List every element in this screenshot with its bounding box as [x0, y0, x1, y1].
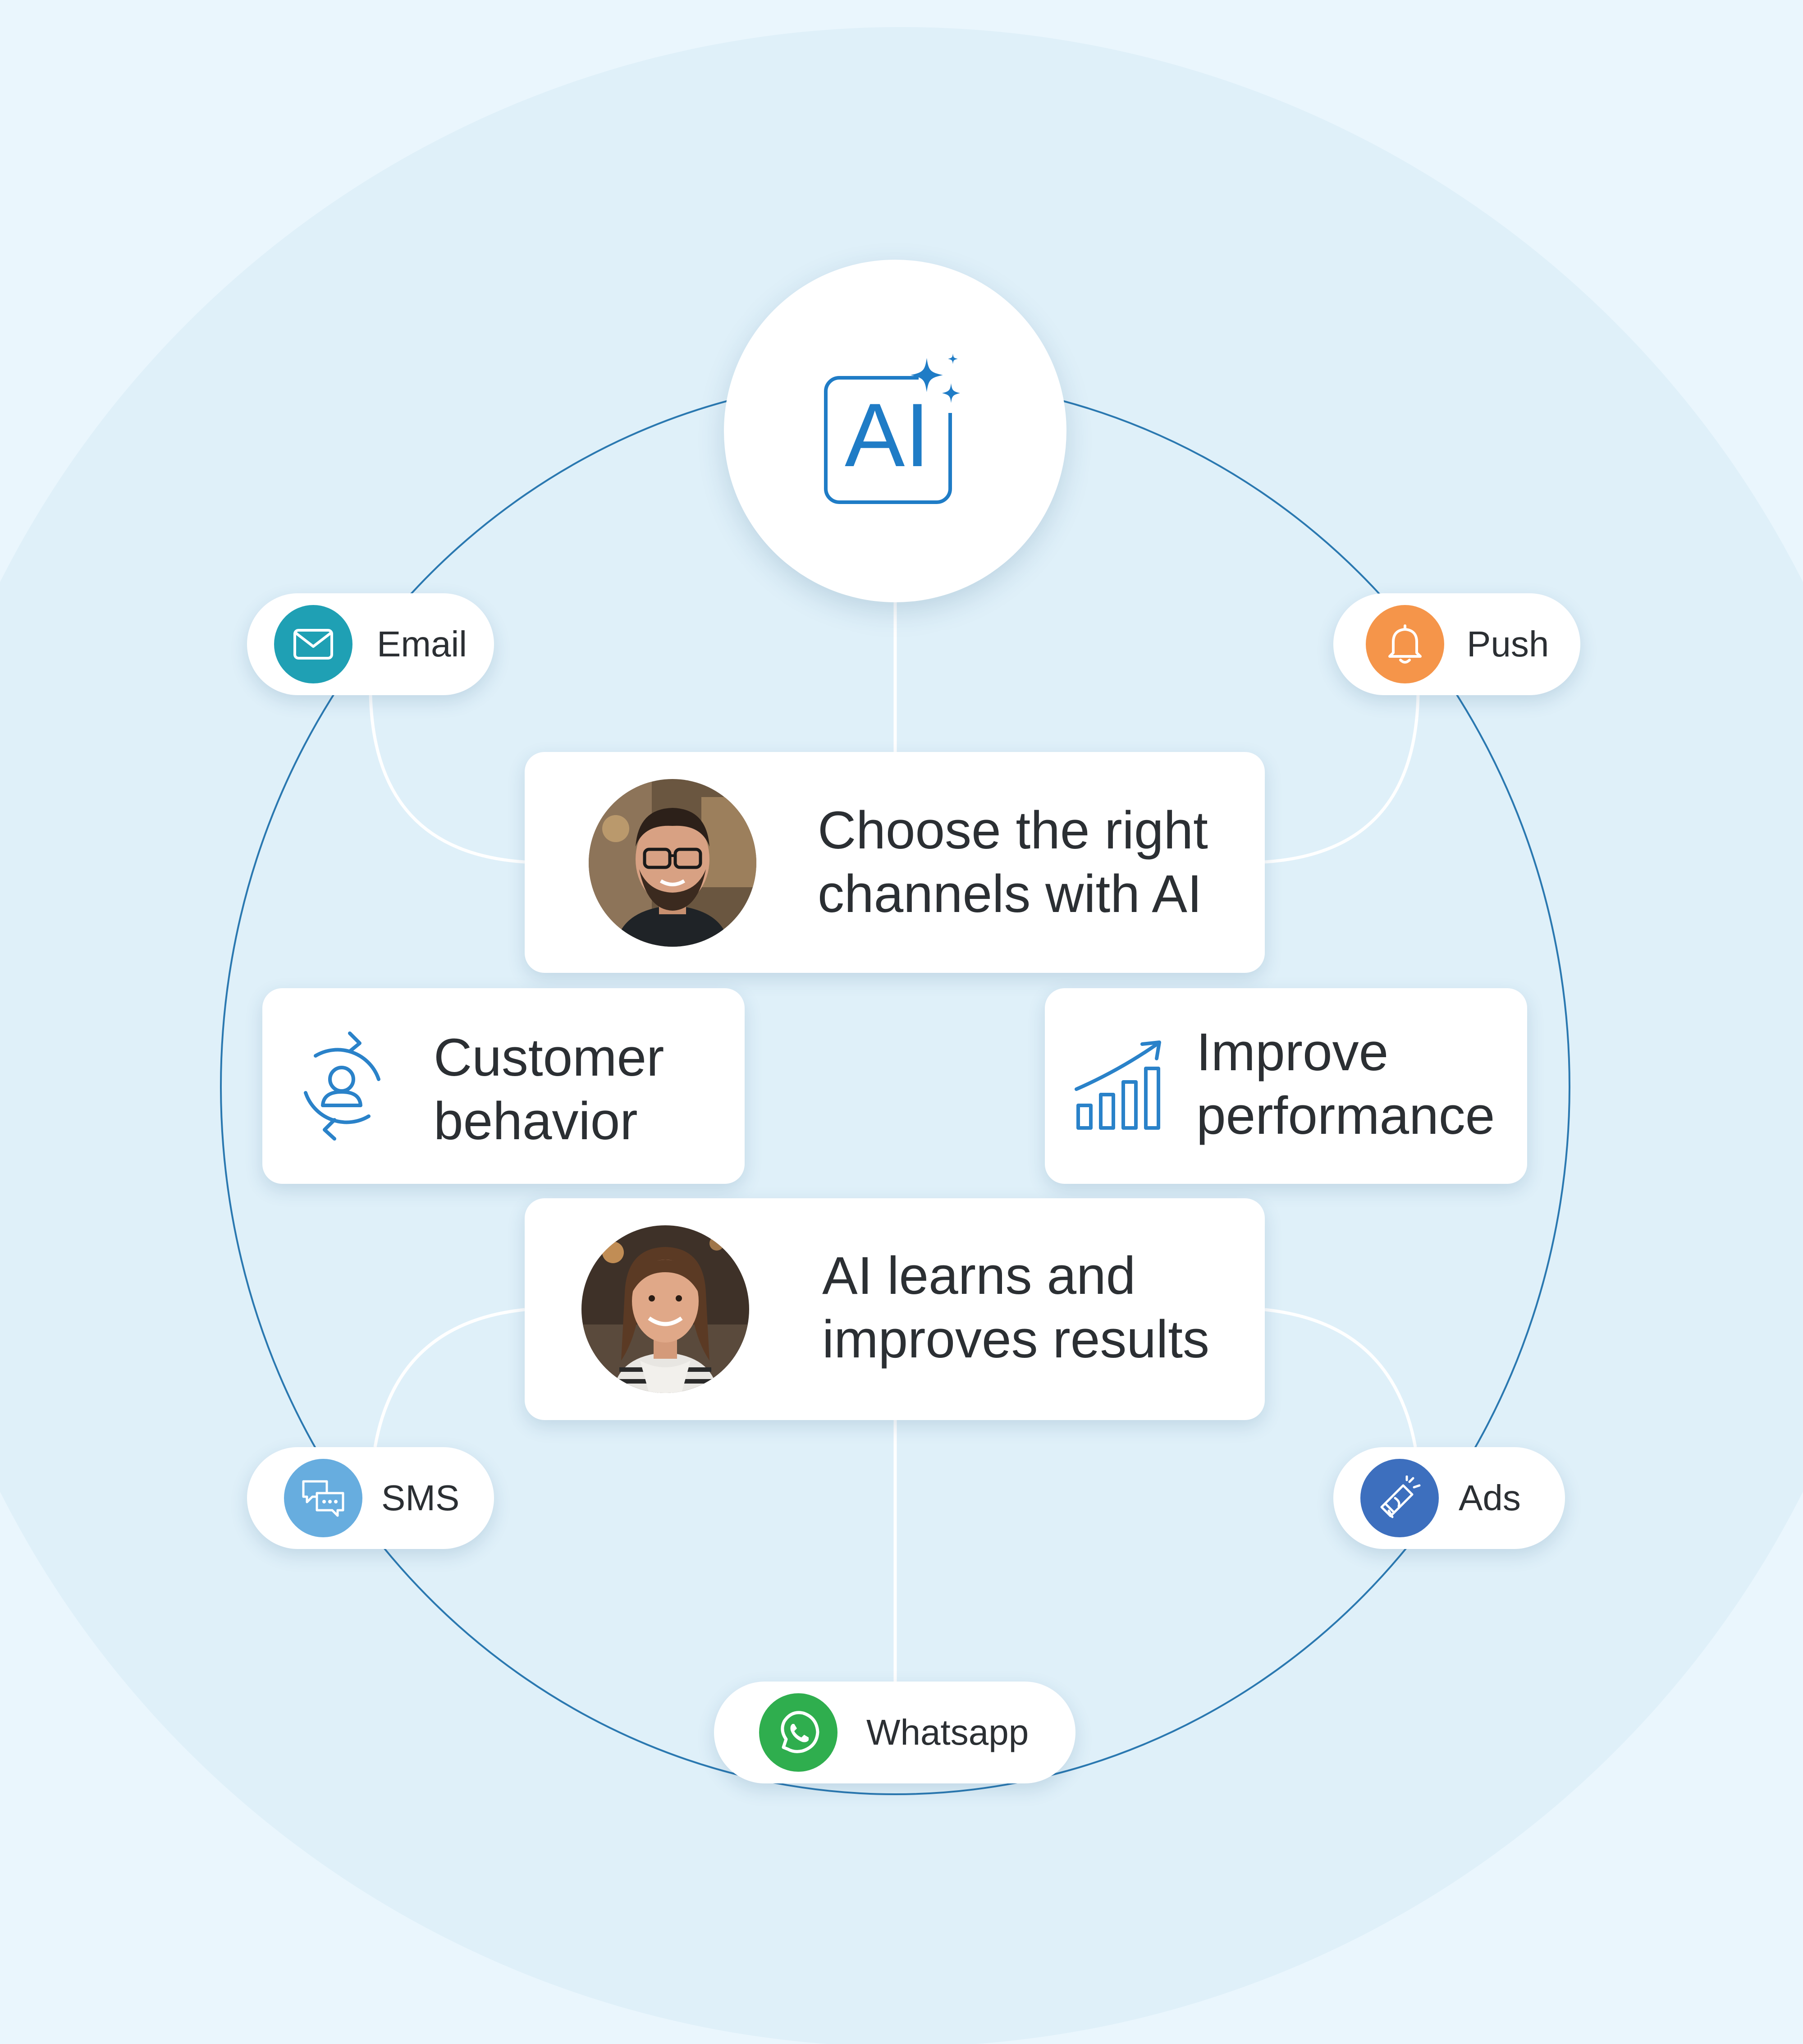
- connector-ads: [1264, 1308, 1417, 1448]
- connector-push: [1264, 694, 1420, 864]
- avatar-man: [589, 779, 756, 947]
- step-choose-channels: Choose the right channels with AI: [525, 752, 1265, 973]
- step-improve-performance: Improve performance: [1045, 988, 1527, 1184]
- channel-sms[interactable]: SMS: [247, 1447, 494, 1549]
- bell-icon: [1366, 605, 1444, 683]
- step-ai-learns: AI learns and improves results: [525, 1198, 1265, 1420]
- step-behavior-label: Customer behavior: [434, 1028, 664, 1151]
- connector-email: [369, 694, 525, 864]
- connector-sms: [373, 1308, 525, 1448]
- step-customer-behavior: Customer behavior: [262, 988, 745, 1184]
- channel-push-label: Push: [1467, 624, 1549, 664]
- envelope-icon: [274, 605, 352, 683]
- growth-chart-icon: [1075, 1040, 1161, 1130]
- channel-ads[interactable]: Ads: [1333, 1447, 1565, 1549]
- channel-whatsapp[interactable]: Whatsapp: [714, 1682, 1075, 1783]
- channel-email-label: Email: [377, 624, 467, 664]
- ai-hub: AI: [724, 260, 1066, 602]
- ai-logo-text: AI: [845, 385, 930, 486]
- whatsapp-icon: [759, 1693, 837, 1772]
- channel-ads-label: Ads: [1459, 1478, 1521, 1518]
- step-improve-label: Improve performance: [1196, 1022, 1495, 1146]
- channel-email[interactable]: Email: [247, 593, 494, 695]
- channel-whatsapp-label: Whatsapp: [866, 1712, 1029, 1752]
- ai-logo-icon: [824, 353, 964, 504]
- channel-sms-label: SMS: [381, 1478, 460, 1518]
- megaphone-icon: [1360, 1459, 1439, 1537]
- avatar-woman: [581, 1225, 749, 1393]
- customer-cycle-icon: [304, 1031, 380, 1141]
- chat-bubbles-icon: [284, 1459, 362, 1537]
- channel-push[interactable]: Push: [1333, 593, 1580, 695]
- step-choose-label: Choose the right channels with AI: [818, 801, 1208, 924]
- step-learns-label: AI learns and improves results: [822, 1246, 1210, 1369]
- connector-lines: [369, 602, 1420, 1682]
